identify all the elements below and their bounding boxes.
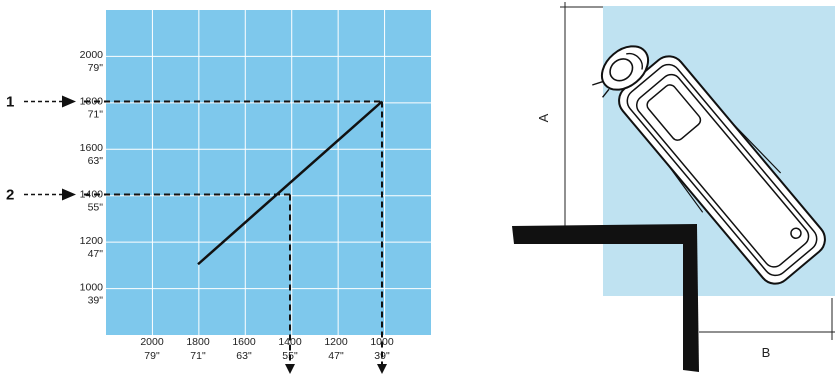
marker-layer: 12 bbox=[6, 94, 76, 204]
marker-arrow-head bbox=[62, 188, 76, 201]
dimension-a-label: A bbox=[536, 113, 551, 122]
dimension-b-label: B bbox=[762, 345, 771, 360]
y-tick-label-mm: 1400 bbox=[80, 189, 104, 201]
plot-area bbox=[106, 10, 431, 335]
x-tick-label-inch: 63" bbox=[236, 350, 252, 362]
marker-arrow-head bbox=[62, 95, 76, 108]
x-tick-label-mm: 1200 bbox=[324, 336, 348, 348]
y-tick-label-inch: 55" bbox=[88, 202, 104, 214]
y-tick-label-mm: 1800 bbox=[80, 96, 104, 108]
y-tick-label-inch: 63" bbox=[88, 155, 104, 167]
x-tick-label-mm: 1600 bbox=[232, 336, 256, 348]
wall-horizontal bbox=[512, 224, 697, 244]
series-layer bbox=[197, 100, 383, 266]
y-tick-label-inch: 39" bbox=[88, 295, 104, 307]
x-axis-tick-labels: 200079"180071"160063"140055"120047"10003… bbox=[140, 336, 394, 362]
y-tick-label-inch: 71" bbox=[88, 109, 104, 121]
y-tick-label-inch: 79" bbox=[88, 62, 104, 74]
y-tick-label-mm: 2000 bbox=[80, 49, 104, 61]
x-tick-label-mm: 1400 bbox=[278, 336, 302, 348]
room-layout-drawing: A B bbox=[512, 2, 835, 372]
y-tick-label-inch: 47" bbox=[88, 248, 104, 260]
x-tick-label-inch: 47" bbox=[328, 350, 344, 362]
guide-lines bbox=[84, 100, 387, 374]
x-tick-label-mm: 1800 bbox=[186, 336, 210, 348]
x-tick-label-inch: 79" bbox=[144, 350, 160, 362]
grid-lines bbox=[106, 10, 431, 335]
y-tick-label-mm: 1000 bbox=[80, 282, 104, 294]
conversion-chart: 200079"180071"160063"140055"120047"10003… bbox=[6, 10, 431, 374]
marker-label: 1 bbox=[6, 94, 14, 111]
patient-head bbox=[592, 45, 650, 98]
marker-label: 2 bbox=[6, 187, 14, 204]
x-tick-label-mm: 2000 bbox=[140, 336, 164, 348]
series-line bbox=[197, 100, 383, 266]
y-tick-label-mm: 1600 bbox=[80, 142, 104, 154]
x-tick-label-inch: 71" bbox=[190, 350, 206, 362]
wall-vertical bbox=[683, 226, 699, 372]
y-tick-label-mm: 1200 bbox=[80, 235, 104, 247]
